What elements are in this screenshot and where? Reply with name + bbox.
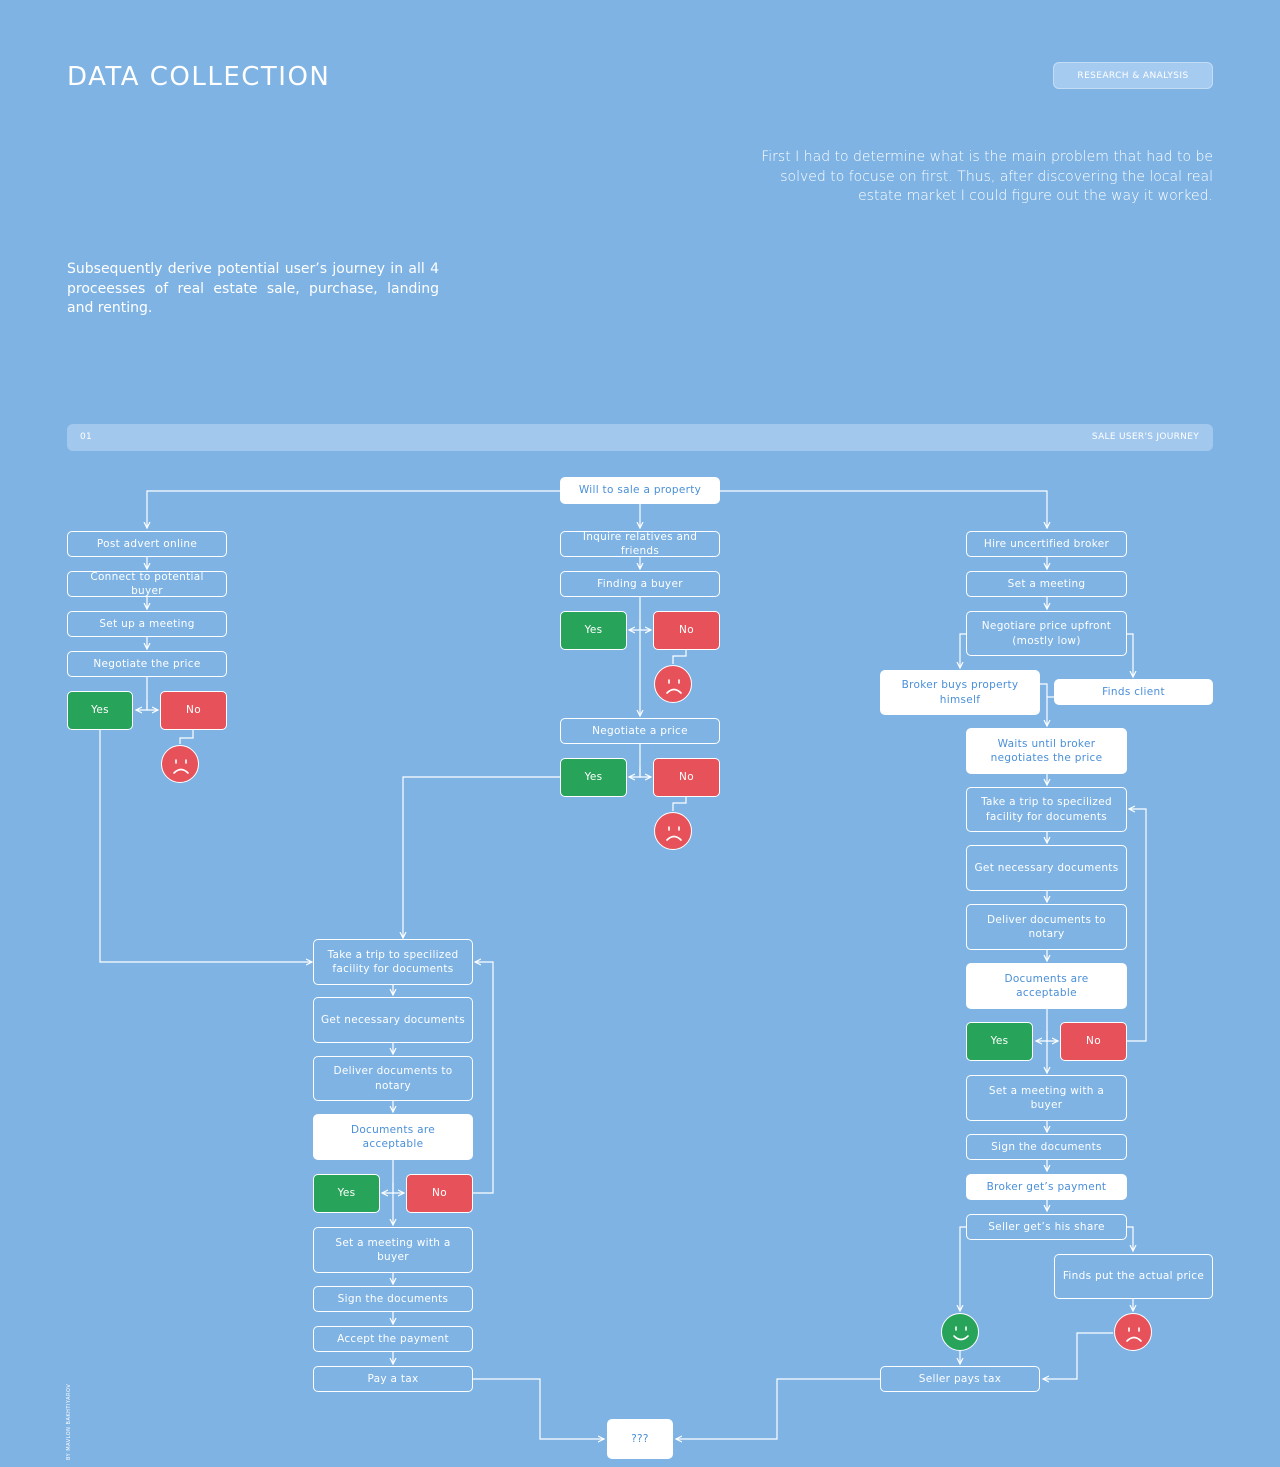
node-waits-broker: Waits until broker negotiates the price — [966, 728, 1127, 774]
node-finds-client: Finds client — [1054, 679, 1213, 705]
end-node: ??? — [607, 1419, 673, 1459]
node-negotiate-upfront: Negotiare price upfront (mostly low) — [966, 611, 1127, 656]
node-no: No — [1060, 1022, 1127, 1061]
intro-paragraph-right: First I had to determine what is the mai… — [761, 149, 1213, 204]
node-seller-share: Seller get’s his share — [966, 1214, 1127, 1240]
section-name: SALE USER'S JOURNEY — [1091, 432, 1199, 442]
node-sign-documents: Sign the documents — [313, 1286, 473, 1312]
node-get-documents: Get necessary documents — [313, 997, 473, 1043]
sad-face-icon — [654, 665, 692, 703]
category-tag: RESEARCH & ANALYSIS — [1053, 62, 1213, 89]
node-no: No — [653, 758, 720, 797]
node-broker-payment: Broker get’s payment — [966, 1174, 1127, 1200]
sad-face-icon — [1114, 1313, 1152, 1351]
node-no: No — [160, 691, 227, 730]
node-meeting-buyer: Set a meeting with a buyer — [313, 1227, 473, 1273]
node-finds-actual-price: Finds put the actual price — [1054, 1254, 1213, 1299]
node-yes: Yes — [313, 1174, 380, 1213]
node-yes: Yes — [966, 1022, 1033, 1061]
sad-face-icon — [161, 745, 199, 783]
node-no: No — [653, 611, 720, 650]
node-meeting-buyer: Set a meeting with a buyer — [966, 1075, 1127, 1121]
node-accept-payment: Accept the payment — [313, 1326, 473, 1352]
node-yes: Yes — [67, 691, 133, 730]
node-set-meeting: Set a meeting — [966, 571, 1127, 597]
node-documents-acceptable: Documents are acceptable — [966, 963, 1127, 1009]
section-number: 01 — [80, 432, 93, 442]
node-connect-buyer: Connect to potential buyer — [67, 571, 227, 597]
section-header-bar: 01 SALE USER'S JOURNEY — [67, 424, 1213, 451]
sad-face-icon — [654, 812, 692, 850]
node-hire-broker: Hire uncertified broker — [966, 531, 1127, 557]
node-sign-documents: Sign the documents — [966, 1134, 1127, 1160]
node-yes: Yes — [560, 611, 627, 650]
node-inquire-relatives: Inquire relatives and friends — [560, 531, 720, 557]
node-no: No — [406, 1174, 473, 1213]
intro-paragraph-left: Subsequently derive potential user’s jou… — [67, 261, 439, 316]
happy-face-icon — [941, 1313, 979, 1351]
node-deliver-notary: Deliver documents to notary — [966, 904, 1127, 950]
node-yes: Yes — [560, 758, 627, 797]
node-set-up-meeting: Set up a meeting — [67, 611, 227, 637]
start-node: Will to sale a property — [560, 477, 720, 504]
node-trip-documents: Take a trip to specilized facility for d… — [313, 939, 473, 985]
node-get-documents: Get necessary documents — [966, 845, 1127, 891]
page-title: DATA COLLECTION — [67, 62, 331, 92]
node-finding-buyer: Finding a buyer — [560, 571, 720, 597]
node-pay-tax: Pay a tax — [313, 1366, 473, 1392]
node-negotiate-a-price: Negotiate a price — [560, 718, 720, 744]
node-deliver-notary: Deliver documents to notary — [313, 1056, 473, 1101]
node-seller-pays-tax: Seller pays tax — [880, 1366, 1040, 1392]
node-post-advert: Post advert online — [67, 531, 227, 557]
node-broker-buys: Broker buys property himself — [880, 670, 1040, 715]
node-trip-documents: Take a trip to specilized facility for d… — [966, 787, 1127, 832]
node-negotiate-price: Negotiate the price — [67, 651, 227, 677]
node-documents-acceptable: Documents are acceptable — [313, 1114, 473, 1160]
